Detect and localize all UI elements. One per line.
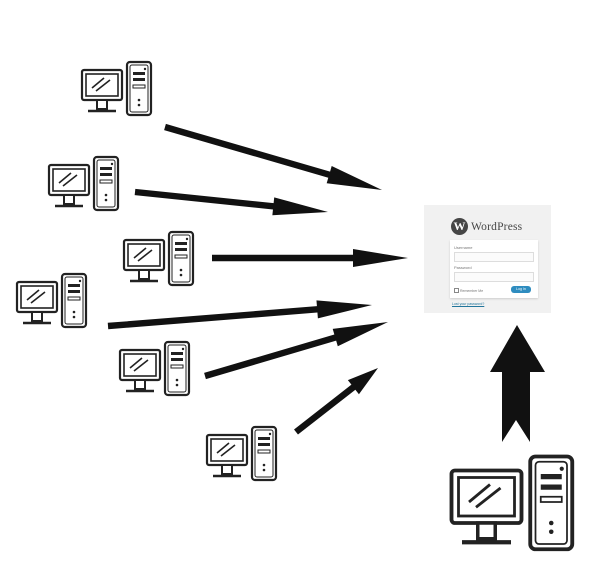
- attacker-computer-icon: [122, 230, 195, 287]
- password-label: Password: [454, 265, 472, 270]
- attack-arrow: [212, 249, 408, 267]
- wordpress-logo: W WordPress: [451, 218, 522, 235]
- attack-arrow: [107, 300, 373, 330]
- wordpress-logo-icon: W: [451, 218, 468, 235]
- username-label: Username: [454, 245, 473, 250]
- attack-arrow: [294, 368, 378, 435]
- wordpress-logo-text: WordPress: [471, 220, 523, 233]
- lost-password-link[interactable]: Lost your password?: [452, 302, 485, 306]
- legitimate-user-computer: [452, 457, 573, 550]
- attacker-computer-icon: [205, 425, 278, 482]
- remember-checkbox[interactable]: [454, 288, 459, 293]
- attack-arrow: [204, 322, 388, 380]
- login-form: Username Password Remember Me Log In: [450, 240, 538, 298]
- login-button[interactable]: Log In: [511, 286, 531, 293]
- password-input[interactable]: [454, 272, 534, 282]
- remember-label: Remember Me: [460, 288, 484, 293]
- username-input[interactable]: [454, 252, 534, 262]
- attacker-computer-icon: [15, 272, 88, 329]
- attacker-computer-icon: [47, 155, 120, 212]
- attacker-computer-icon: [80, 60, 153, 117]
- attack-arrow: [164, 123, 382, 190]
- attacker-computer-icon: [118, 340, 191, 397]
- wordpress-login-screenshot: W WordPress Username Password Remember M…: [424, 205, 551, 313]
- remember-me[interactable]: Remember Me: [454, 288, 483, 293]
- attack-arrow: [134, 188, 328, 216]
- up-arrow: [490, 325, 545, 442]
